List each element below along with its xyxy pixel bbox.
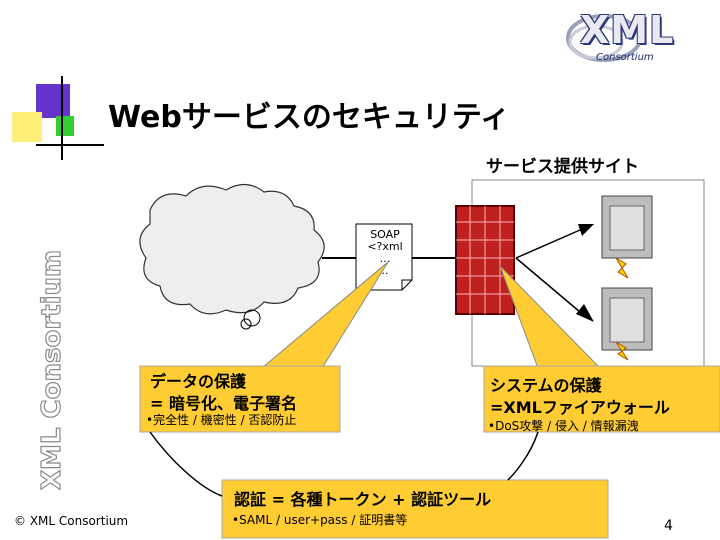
logo-text: XML (580, 8, 675, 52)
service-site-label: サービス提供サイト (486, 157, 639, 177)
server-2 (601, 287, 653, 361)
auth-callout-box (221, 479, 609, 539)
system-callout-heading1: システムの保護 (490, 376, 602, 395)
page-number: 4 (664, 518, 673, 534)
system-callout-heading2: =XMLファイアウォール (490, 398, 670, 417)
xml-consortium-logo (566, 14, 642, 62)
internet-cloud (139, 183, 325, 315)
logo-subtext: Consortium (596, 52, 654, 63)
client-icon (243, 309, 261, 327)
auth-callout-heading: 認証 = 各種トークン + 認証ツール (234, 490, 492, 509)
system-callout-box (483, 365, 720, 433)
title-decoration (12, 76, 104, 160)
vertical-brand-text: XML Consortium (36, 249, 67, 490)
data-callout-detail: •完全性 / 機密性 / 否認防止 (146, 413, 297, 427)
soap-document-text: SOAP <?xml … .. (367, 228, 403, 277)
data-callout-heading2: = 暗号化、電子署名 (150, 394, 297, 413)
data-callout-box (139, 365, 341, 433)
system-callout-detail: •DoS攻撃 / 侵入 / 情報漏洩 (488, 419, 639, 433)
firewall (455, 205, 515, 315)
page-title: Webサービスのセキュリティ (108, 100, 511, 135)
data-callout-heading1: データの保護 (150, 372, 247, 391)
soap-document (355, 223, 413, 291)
vertical-brand-label: XML Consortium (37, 250, 67, 490)
footer-copyright: © XML Consortium (14, 514, 129, 528)
server-1 (601, 195, 653, 279)
auth-callout-detail: •SAML / user+pass / 証明書等 (232, 513, 408, 527)
